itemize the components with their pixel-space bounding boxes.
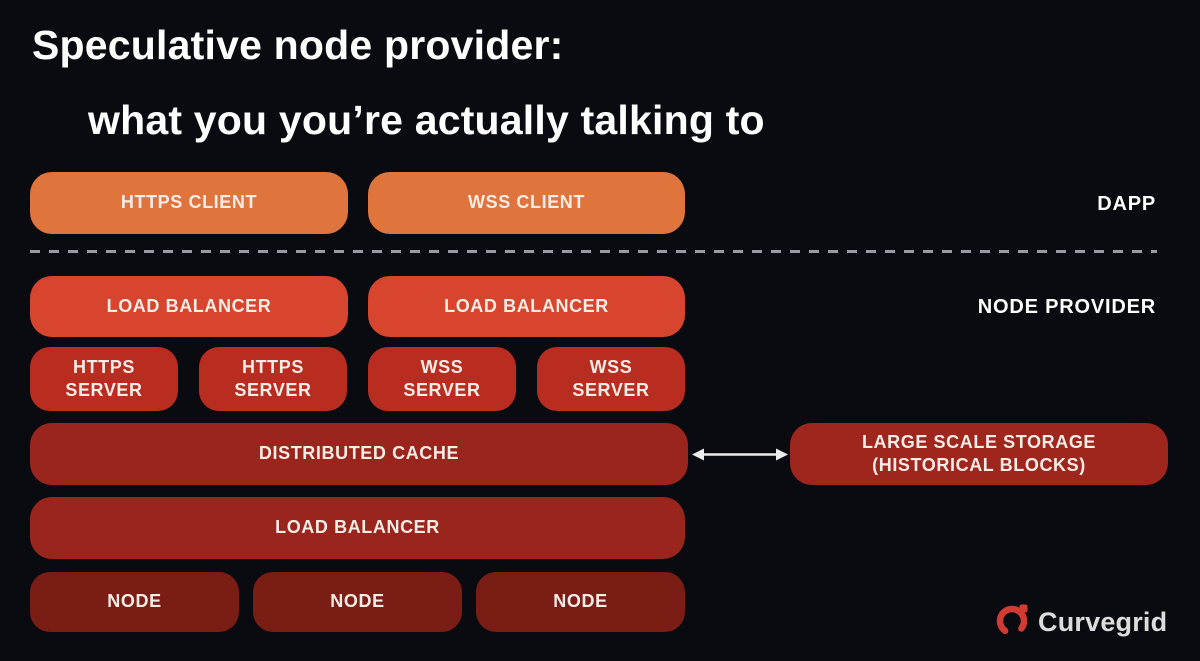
node-box: NODE	[253, 572, 462, 632]
wss-server-box: WSS SERVER	[368, 347, 516, 411]
curvegrid-logo: Curvegrid	[996, 602, 1167, 643]
server-label-line1: HTTPS	[241, 356, 304, 377]
wss-client-box: WSS CLIENT	[368, 172, 685, 234]
page-subtitle: what you you’re actually talking to	[88, 97, 765, 143]
https-server-box: HTTPS SERVER	[199, 347, 347, 411]
server-label-line1: HTTPS	[72, 356, 135, 377]
server-label-line1: WSS	[420, 356, 464, 377]
https-client-box: HTTPS CLIENT	[30, 172, 348, 234]
server-label-line2: SERVER	[572, 380, 650, 400]
storage-label-line2: (HISTORICAL BLOCKS)	[872, 455, 1086, 475]
wss-server-box: WSS SERVER	[537, 347, 685, 411]
https-server-box: HTTPS SERVER	[30, 347, 178, 411]
load-balancer-box-wss: LOAD BALANCER	[368, 276, 685, 337]
bidirectional-arrow	[692, 446, 788, 463]
server-label-line1: WSS	[589, 356, 633, 377]
server-label-line2: SERVER	[65, 380, 143, 400]
server-label-line2: SERVER	[403, 380, 481, 400]
page-title: Speculative node provider:	[32, 22, 564, 68]
load-balancer-box-https: LOAD BALANCER	[30, 276, 348, 337]
load-balancer-wide-box: LOAD BALANCER	[30, 497, 685, 559]
node-box: NODE	[30, 572, 239, 632]
curvegrid-logo-text: Curvegrid	[1038, 607, 1168, 637]
server-label-line2: SERVER	[234, 380, 312, 400]
dapp-zone-label: DAPP	[1097, 193, 1156, 215]
storage-label-line1: LARGE SCALE STORAGE	[861, 431, 1097, 452]
zone-divider-dashed-line	[30, 250, 1157, 253]
curvegrid-logo-icon	[996, 602, 1030, 643]
node-provider-zone-label: NODE PROVIDER	[977, 296, 1156, 318]
node-box: NODE	[476, 572, 685, 632]
distributed-cache-box: DISTRIBUTED CACHE	[30, 423, 688, 485]
large-scale-storage-box: LARGE SCALE STORAGE (HISTORICAL BLOCKS)	[790, 423, 1168, 485]
